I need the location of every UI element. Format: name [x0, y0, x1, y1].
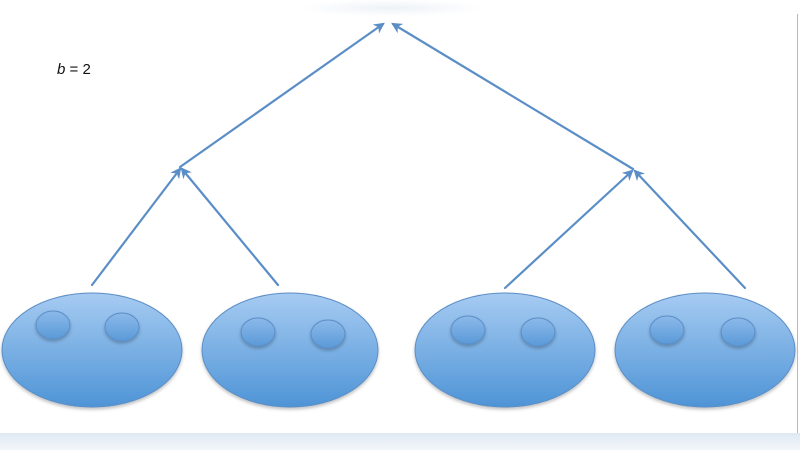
- arrow-2: [180, 167, 280, 287]
- arrow-1: [90, 167, 182, 287]
- leaf-nodes-group: [1, 292, 796, 408]
- right-edge-line: [797, 14, 798, 433]
- leaf-node-2: [201, 292, 379, 408]
- inner-circle-2: [104, 312, 140, 342]
- inner-circle-1: [240, 317, 276, 347]
- inner-circle-2: [520, 317, 556, 347]
- inner-circle-1: [450, 315, 486, 345]
- arrows-group: [90, 22, 747, 290]
- leaf-ellipse: [414, 292, 596, 408]
- label-variable: b: [57, 61, 66, 78]
- inner-circle-2: [720, 317, 756, 347]
- leaf-ellipse: [201, 292, 379, 408]
- branching-factor-label: b = 2: [57, 61, 91, 78]
- inner-circle-1: [649, 315, 685, 345]
- arrow-4: [503, 169, 634, 290]
- leaf-node-1: [1, 292, 183, 408]
- arrow-5: [633, 169, 747, 290]
- inner-circle-2: [310, 319, 346, 349]
- leaf-ellipse: [614, 292, 796, 408]
- bottom-band-decoration: [0, 433, 800, 450]
- leaf-node-3: [414, 292, 596, 408]
- arrow-6: [391, 22, 635, 171]
- inner-circle-1: [35, 310, 71, 340]
- leaf-node-4: [614, 292, 796, 408]
- arrow-3: [178, 22, 385, 169]
- leaf-ellipse: [1, 292, 183, 408]
- top-fade-decoration: [300, 0, 480, 16]
- label-value: = 2: [65, 61, 91, 78]
